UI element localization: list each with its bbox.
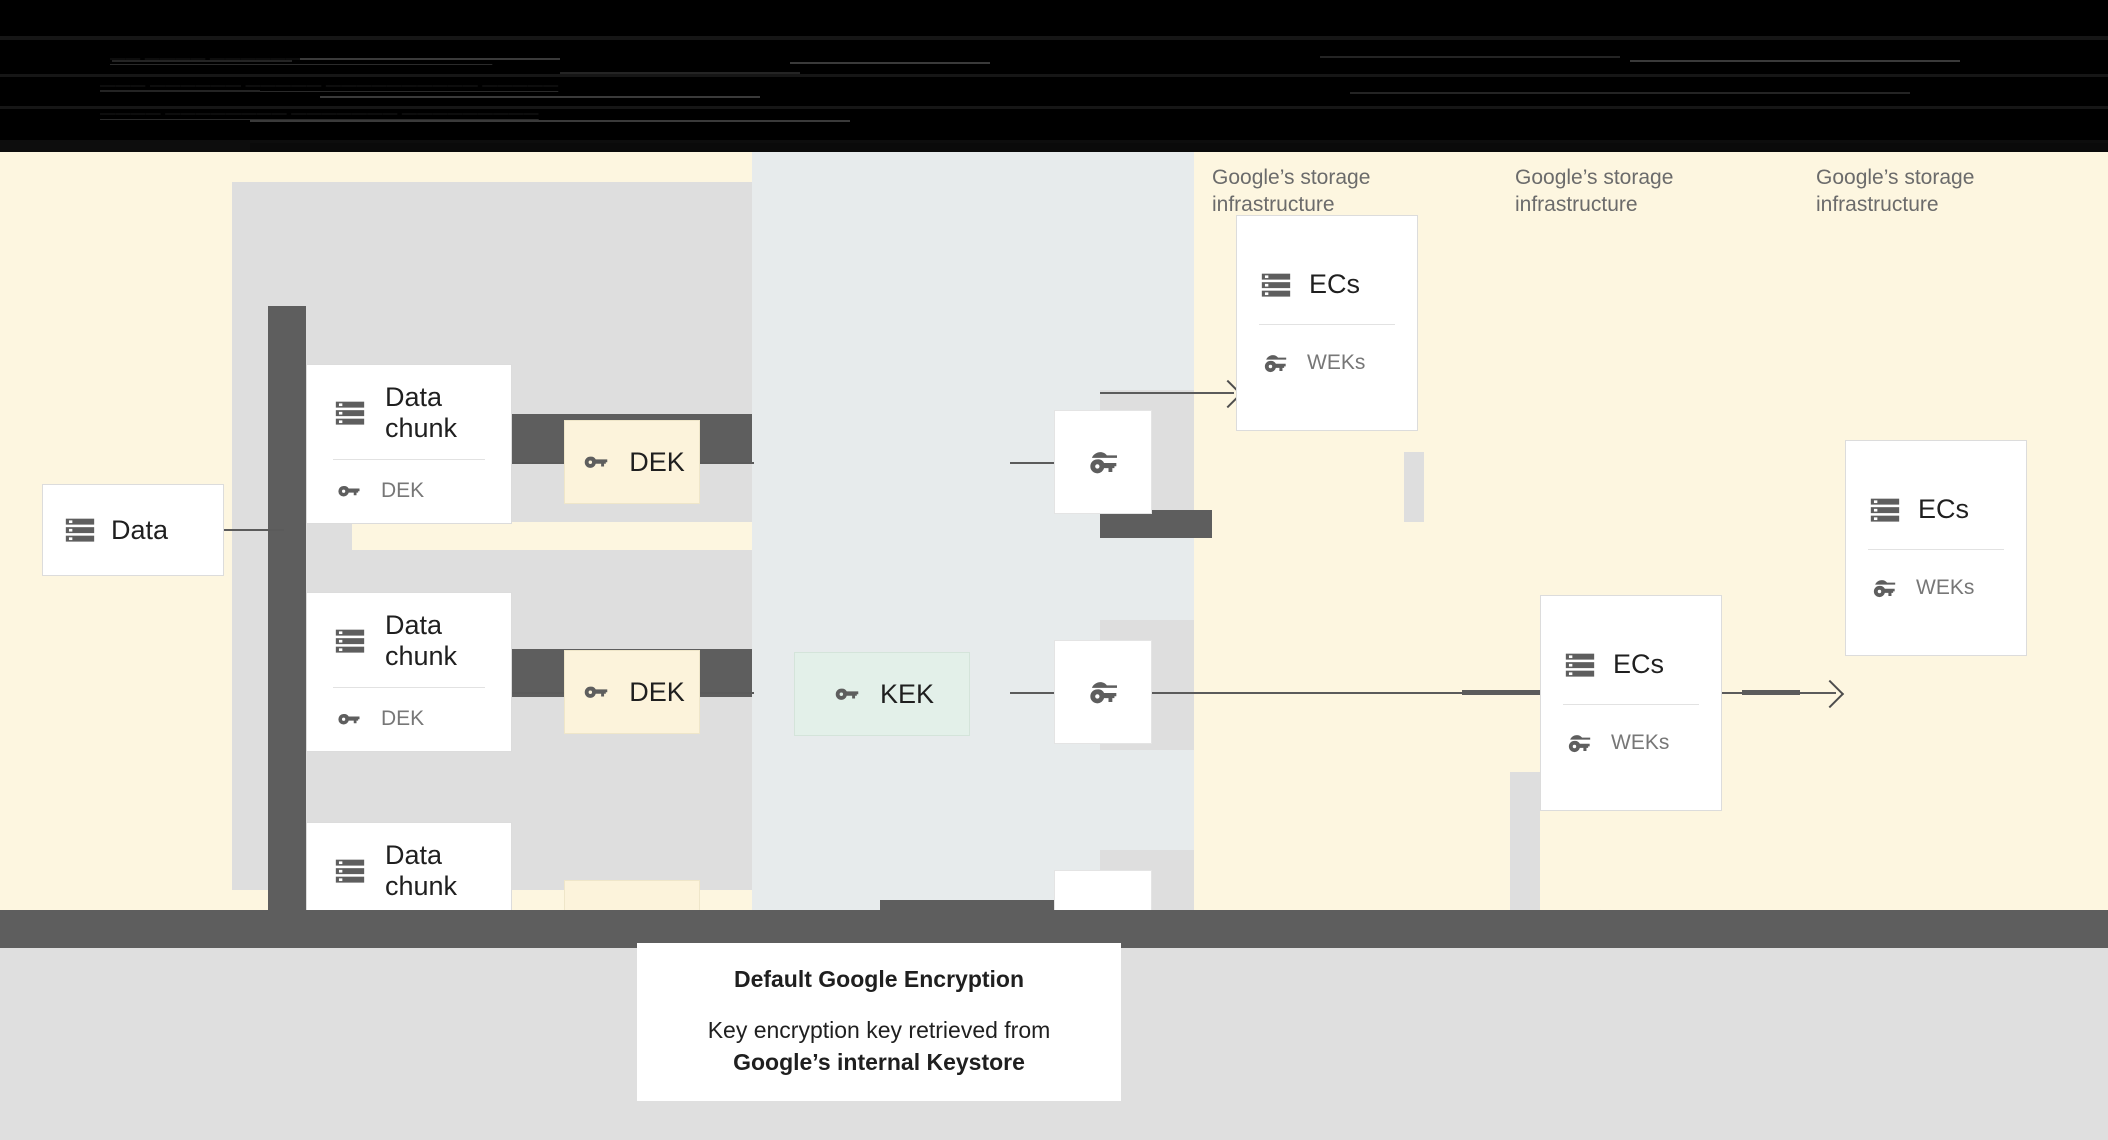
server-icon <box>1870 498 1900 522</box>
chunk-label: Data chunk <box>385 840 458 901</box>
dek-label: DEK <box>629 446 685 477</box>
server-icon <box>1261 273 1291 297</box>
box-wrapped-key[interactable] <box>1054 410 1152 514</box>
chunk-label: Data chunk <box>385 382 458 443</box>
caption-body: Key encryption key retrieved from Google… <box>708 1015 1051 1077</box>
card-divider <box>1259 323 1395 325</box>
wrapped-key-icon <box>1264 354 1287 372</box>
ecs-key-label: WEKs <box>1307 350 1366 374</box>
server-icon <box>335 859 365 883</box>
box-dek[interactable]: DEK <box>564 420 700 504</box>
card-ecs[interactable]: ECs WEKs <box>1845 440 2027 656</box>
connector-dek1-out <box>700 462 754 464</box>
arrow-to-ec-2 <box>1152 690 1836 695</box>
arrow-segment <box>1742 690 1800 695</box>
arrow-segment <box>1462 690 1540 695</box>
chunk-key-row: DEK <box>307 704 511 734</box>
chunk-key-label: DEK <box>381 707 425 730</box>
card-data[interactable]: Data <box>42 484 224 576</box>
card-ecs[interactable]: ECs WEKs <box>1236 215 1418 431</box>
chunk-title-row: Data chunk <box>307 382 511 443</box>
box-kek[interactable]: KEK <box>794 652 970 736</box>
arrow-to-ec-1 <box>1100 392 1234 394</box>
dek-label: DEK <box>629 676 685 707</box>
key-icon <box>338 485 360 497</box>
box-dek[interactable]: DEK <box>564 650 700 734</box>
connector-to-wk1 <box>1010 462 1054 464</box>
ecs-key-row: WEKs <box>1237 347 1417 379</box>
ecs-title-row: ECs <box>1237 268 1417 302</box>
key-icon <box>584 686 608 698</box>
caption-title: Default Google Encryption <box>733 966 1025 993</box>
bottom-dark-bar <box>0 910 2108 948</box>
key-icon <box>584 456 608 468</box>
chunk-label: Data chunk <box>385 610 458 671</box>
server-icon <box>335 401 365 425</box>
lane-grey-ec-3 <box>1510 772 1540 910</box>
storage-label: Google’s storage infrastructure <box>1212 166 1371 217</box>
connector-kek-wk2 <box>1010 692 1054 694</box>
connector-data-to-chunks <box>224 529 284 531</box>
connector-chunk1-dek1 <box>512 462 564 464</box>
wrapped-key-icon <box>1568 734 1591 752</box>
chunk-key-label: DEK <box>381 479 425 502</box>
render-band-vertical <box>268 306 306 918</box>
key-icon <box>338 713 360 725</box>
caption-body-prefix: Key encryption key retrieved from <box>707 1017 1051 1044</box>
connector-chunk2-dek2 <box>512 692 564 694</box>
storage-label: Google’s storage infrastructure <box>1816 166 1975 217</box>
header-line-3: ———— ———————— ——————— ————————— <box>100 105 539 122</box>
render-band-arrow1 <box>1100 510 1212 538</box>
wrapped-key-icon <box>1090 682 1117 704</box>
kek-label: KEK <box>879 678 935 709</box>
ecs-label: ECs <box>1918 494 1970 525</box>
ecs-label: ECs <box>1309 269 1361 300</box>
chunk-title-row: Data chunk <box>307 840 511 901</box>
caption-box: Default Google Encryption Key encryption… <box>637 943 1121 1101</box>
diagram-canvas: Data Data chunk DEK <box>0 152 2108 982</box>
ecs-key-label: WEKs <box>1916 575 1975 599</box>
box-wrapped-key[interactable] <box>1054 640 1152 744</box>
card-data-chunk[interactable]: Data chunk DEK <box>306 592 512 752</box>
ecs-key-row: WEKs <box>1541 727 1721 759</box>
card-divider <box>333 687 485 688</box>
card-divider <box>333 459 485 460</box>
server-icon <box>65 518 95 542</box>
ecs-title-row: ECs <box>1846 493 2026 527</box>
caption-body-bold: Google’s internal Keystore <box>733 1048 1025 1075</box>
lane-grey-ec-1 <box>1404 452 1424 522</box>
ecs-label: ECs <box>1613 649 1665 680</box>
storage-label: Google’s storage infrastructure <box>1515 166 1674 217</box>
header-line-2: ——— —————— ————— —————————— ————— <box>100 77 559 94</box>
page-header-obscured: —— ———— —————— ———— ———————— ——— —————— … <box>0 0 2108 152</box>
chunk-key-row: DEK <box>307 476 511 506</box>
card-data-label: Data <box>111 514 169 545</box>
ecs-key-row: WEKs <box>1846 572 2026 604</box>
card-divider <box>1868 548 2004 550</box>
card-divider <box>1563 703 1699 705</box>
connector-dek2-out <box>700 692 754 694</box>
wrapped-key-icon <box>1090 452 1117 474</box>
wrapped-key-icon <box>1873 579 1896 597</box>
card-data-row: Data <box>43 513 223 547</box>
ecs-key-label: WEKs <box>1611 730 1670 754</box>
server-icon <box>1565 653 1595 677</box>
ecs-title-row: ECs <box>1541 648 1721 682</box>
card-data-chunk[interactable]: Data chunk DEK <box>306 364 512 524</box>
key-icon <box>835 688 859 700</box>
chunk-title-row: Data chunk <box>307 610 511 671</box>
server-icon <box>335 629 365 653</box>
card-ecs[interactable]: ECs WEKs <box>1540 595 1722 811</box>
